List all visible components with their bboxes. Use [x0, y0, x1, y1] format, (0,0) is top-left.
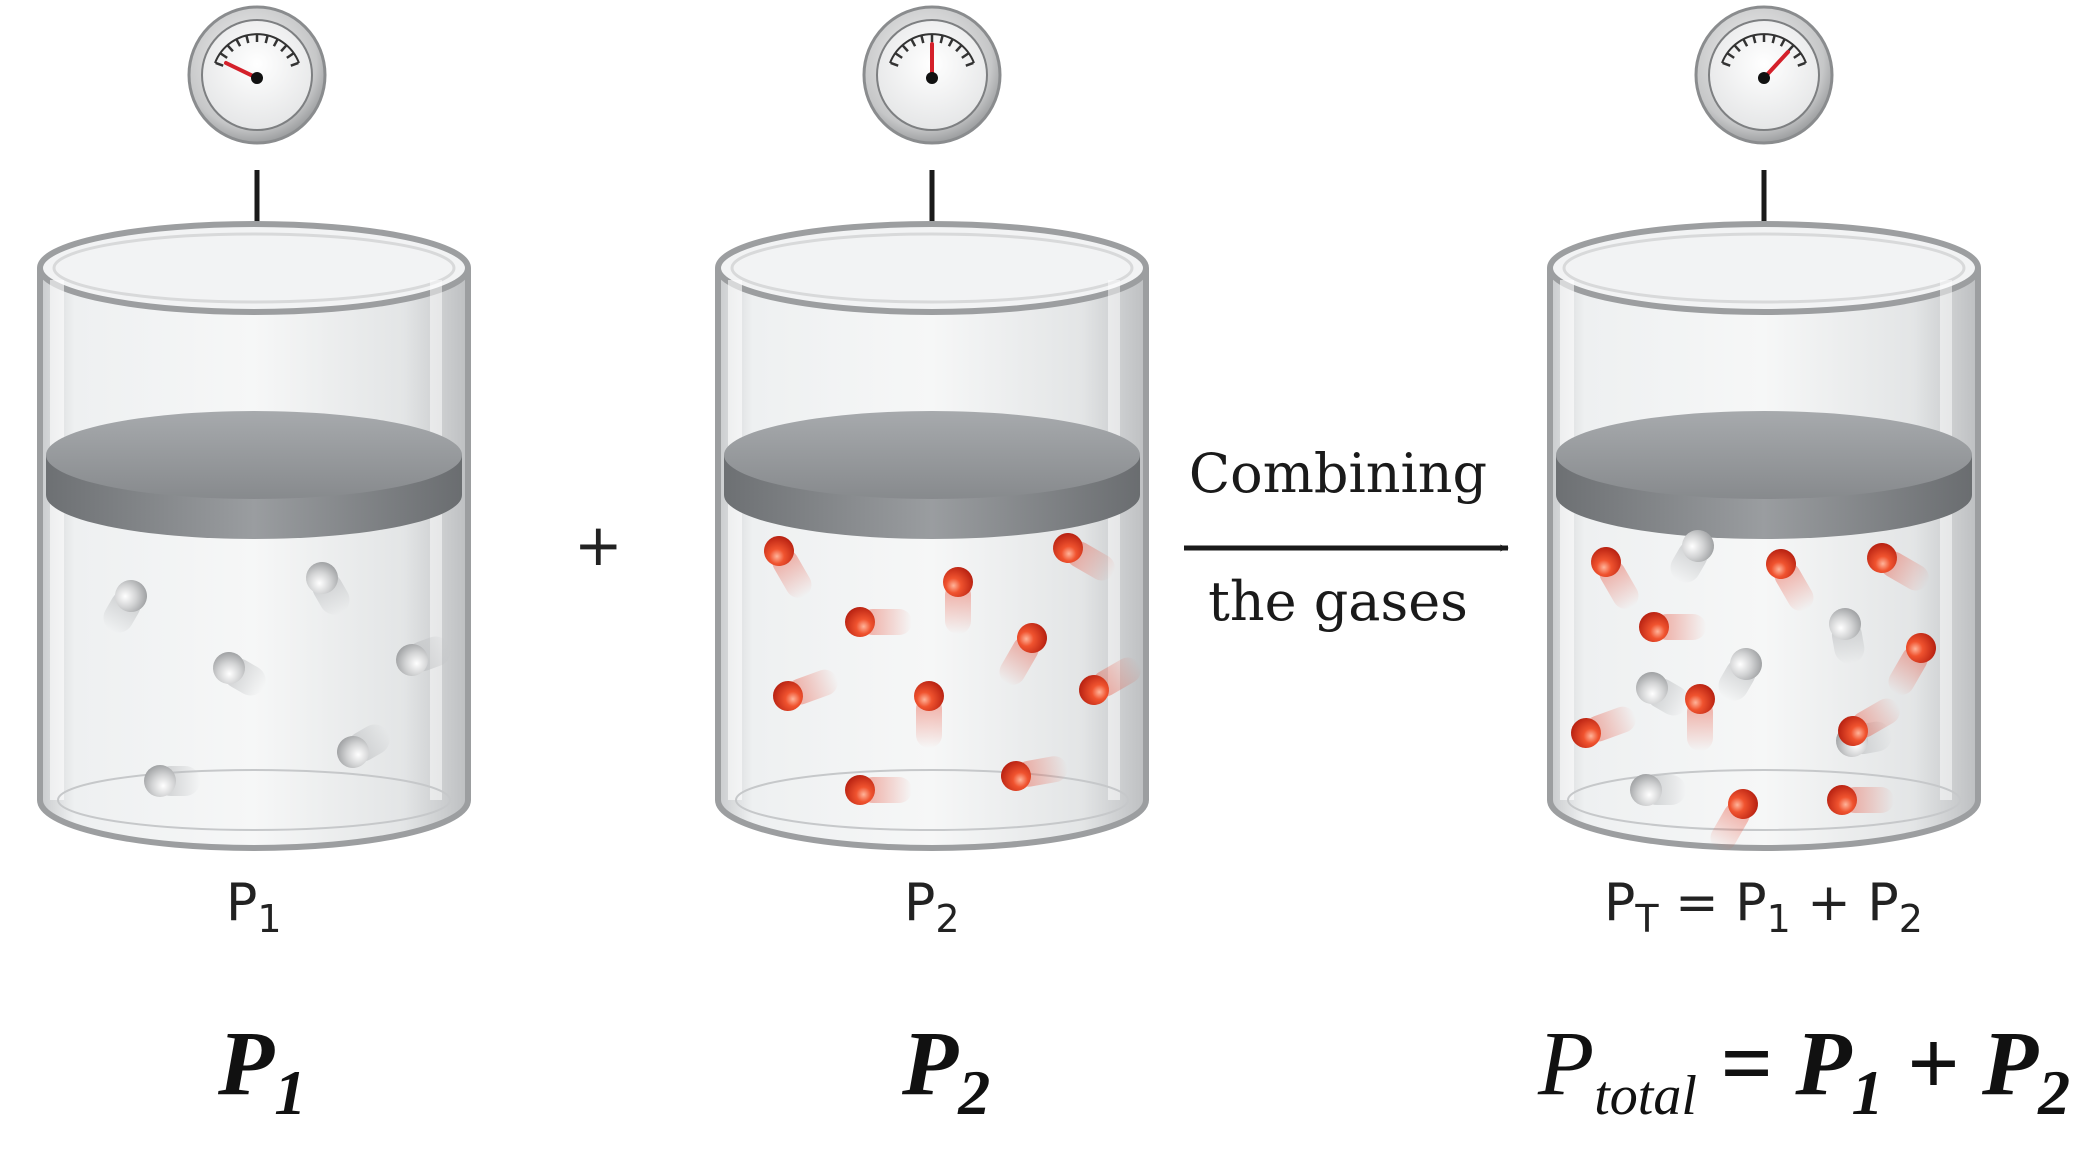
red-molecule	[1001, 756, 1068, 791]
container-2: P2	[715, 5, 1149, 941]
eq3-p1: P	[1794, 1012, 1852, 1114]
label-3-one: 1	[1767, 897, 1791, 941]
red-molecule	[999, 623, 1047, 685]
red-molecule	[1685, 684, 1715, 751]
red-molecule	[845, 775, 912, 805]
molecules-1	[103, 562, 451, 797]
label-2-p: P	[904, 873, 935, 933]
gray-molecule	[1829, 608, 1865, 664]
gray-molecule	[1636, 672, 1689, 716]
gauge-1	[187, 5, 327, 145]
process-label-line1: Combining	[1189, 442, 1487, 505]
eq3-one: 1	[1852, 1057, 1884, 1128]
red-molecule	[1591, 547, 1639, 609]
cylinder-3-label: PT = P1 + P2	[1604, 873, 1923, 941]
red-molecule	[1053, 533, 1115, 581]
red-molecule	[943, 567, 973, 634]
gray-molecule	[213, 652, 266, 696]
molecules-2	[764, 533, 1141, 805]
svg-text:P1: P1	[226, 873, 282, 941]
gauge-2-scale	[889, 33, 975, 67]
equation-2: P2	[901, 1012, 990, 1128]
red-molecule	[845, 607, 912, 637]
eq3-two: 2	[2037, 1057, 2070, 1128]
gauge-3-scale	[1721, 33, 1807, 67]
container-3: PT = P1 + P2	[1547, 5, 1981, 941]
gray-molecule	[144, 765, 200, 797]
eq1-p: P	[217, 1012, 275, 1114]
label-3-plus: +	[1791, 873, 1868, 933]
plus-sign: +	[574, 511, 623, 579]
eq3-p2: P	[1981, 1012, 2039, 1114]
gauge-2	[862, 5, 1002, 145]
svg-text:P2: P2	[901, 1012, 990, 1128]
label-3-p2: P	[1867, 873, 1898, 933]
red-molecule	[773, 669, 838, 711]
eq3-total: total	[1594, 1065, 1697, 1127]
red-molecule	[1827, 785, 1894, 815]
eq3-p: P	[1537, 1012, 1594, 1114]
red-molecule	[1639, 612, 1706, 642]
red-molecule	[1888, 633, 1936, 695]
piston-1	[46, 411, 462, 539]
eq1-sub: 1	[274, 1057, 306, 1128]
cylinder-2	[715, 221, 1149, 851]
cylinder-1-label: P1	[226, 873, 282, 941]
eq2-p: P	[901, 1012, 959, 1114]
cylinder-2-label: P2	[904, 873, 960, 941]
gray-molecule	[396, 636, 451, 676]
equation-3: Ptotal = P1 + P2	[1537, 1012, 2070, 1128]
gauge-1-scale	[214, 33, 300, 67]
gauge-3	[1694, 5, 1834, 145]
red-molecule	[1571, 706, 1636, 748]
gray-molecule	[103, 580, 147, 633]
label-2-sub: 2	[935, 897, 959, 941]
label-3-two: 2	[1899, 897, 1923, 941]
equation-1: P1	[217, 1012, 306, 1128]
eq2-sub: 2	[957, 1057, 990, 1128]
label-3-p1: P	[1735, 873, 1766, 933]
red-molecule	[1838, 698, 1900, 746]
label-3-t: T	[1634, 897, 1659, 941]
red-molecule	[764, 536, 812, 598]
svg-text:PT = P1 + P2: PT = P1 + P2	[1604, 873, 1923, 941]
label-1-p: P	[226, 873, 257, 933]
process-label-line2: the gases	[1208, 570, 1468, 633]
combining-step: Combining the gases	[1184, 442, 1509, 633]
piston-2	[724, 411, 1140, 539]
svg-text:Ptotal = P1 + P2: Ptotal = P1 + P2	[1537, 1012, 2070, 1128]
molecules-3	[1571, 530, 1936, 851]
svg-text:P1: P1	[217, 1012, 306, 1128]
red-molecule	[1766, 549, 1814, 611]
piston-3	[1556, 411, 1972, 539]
label-1-sub: 1	[257, 897, 281, 941]
red-molecule	[1710, 789, 1758, 851]
eq3-eq: =	[1697, 1012, 1795, 1114]
gray-molecule	[306, 562, 350, 615]
gray-molecule	[1670, 530, 1714, 583]
red-molecule	[1867, 543, 1929, 591]
container-1: P1	[37, 5, 471, 941]
red-molecule	[1079, 657, 1141, 705]
label-3-eq: =	[1659, 873, 1736, 933]
svg-text:P2: P2	[904, 873, 960, 941]
gray-molecule	[1718, 648, 1762, 701]
red-molecule	[914, 681, 944, 748]
gray-molecule	[337, 724, 390, 768]
label-3-p: P	[1604, 873, 1635, 933]
gray-molecule	[1630, 774, 1686, 806]
cylinder-1	[37, 221, 471, 851]
eq3-plus: +	[1884, 1012, 1982, 1114]
